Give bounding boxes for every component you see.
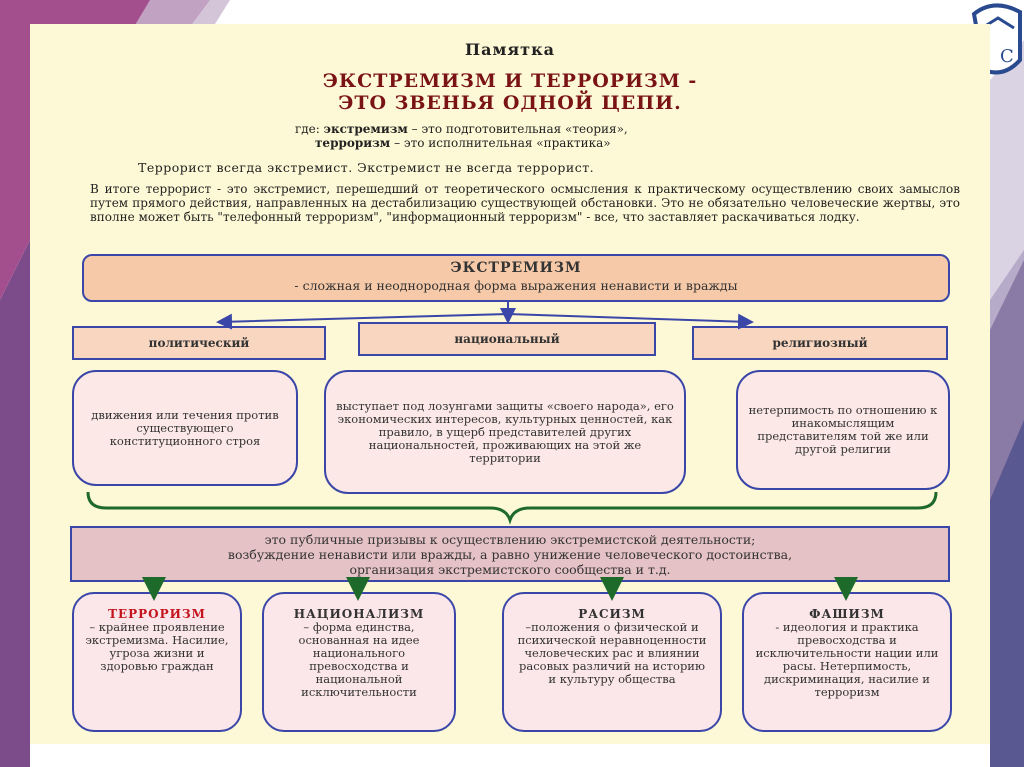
connector-arrows xyxy=(30,24,990,744)
arrow-to-political xyxy=(220,302,508,322)
arrow-to-religious xyxy=(508,314,750,322)
green-brace xyxy=(88,492,936,520)
logo-letter: С xyxy=(1000,46,1014,67)
memo-poster: Памятка ЭКСТРЕМИЗМ И ТЕРРОРИЗМ - ЭТО ЗВЕ… xyxy=(30,24,990,744)
